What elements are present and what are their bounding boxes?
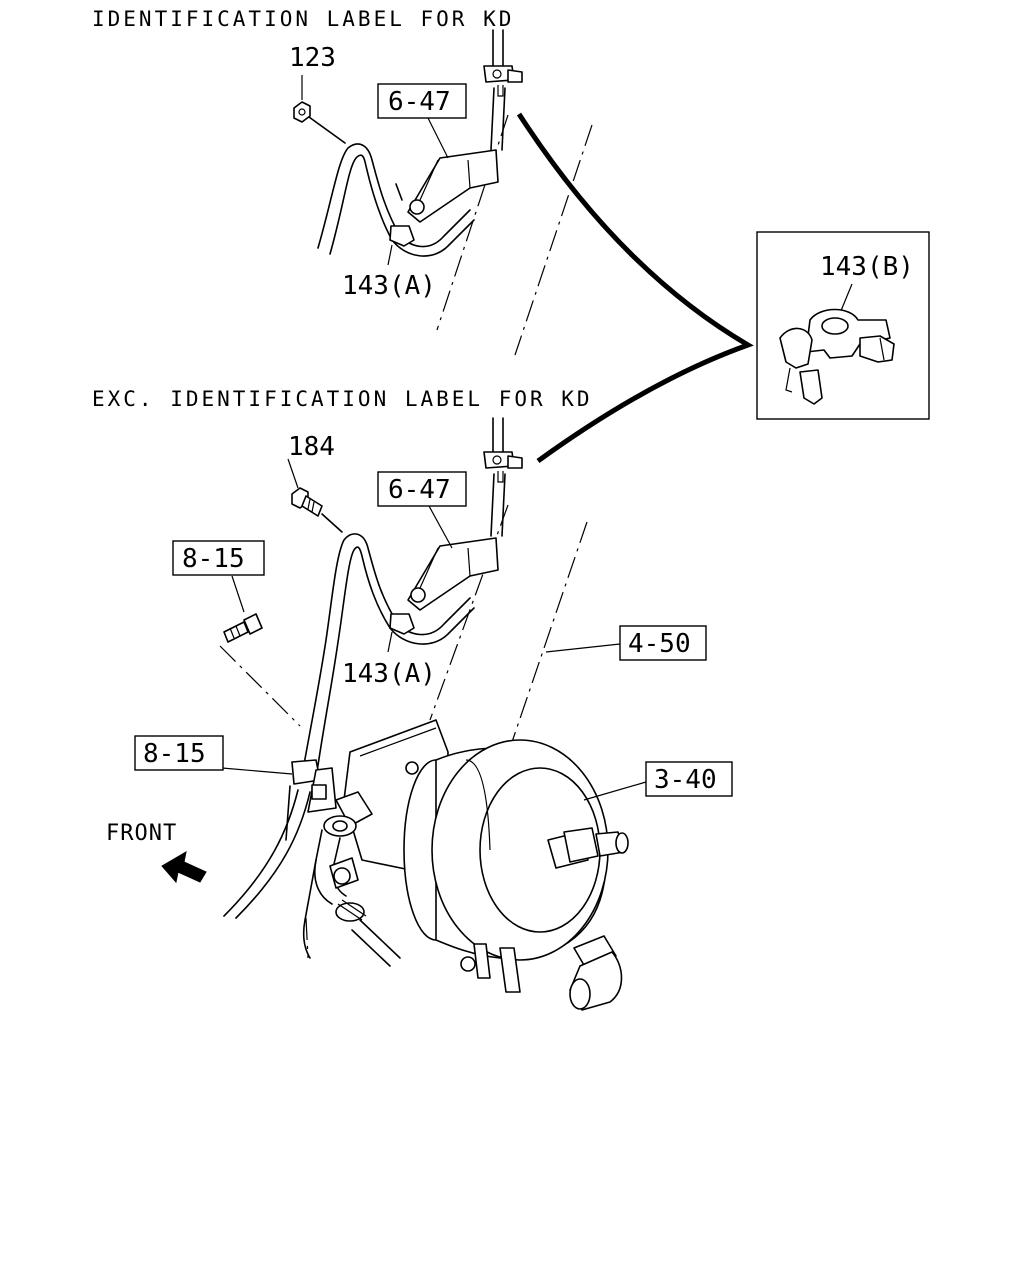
callout-box-8-15-lower — [134, 735, 224, 771]
callout-3-40: 3-40 — [654, 765, 717, 795]
callout-6-47-bottom: 6-47 — [388, 475, 451, 505]
callout-box-6-47-top — [377, 83, 467, 119]
callout-box-3-40 — [645, 761, 733, 797]
detail-connector-arc — [516, 112, 754, 464]
callout-box-4-50 — [619, 625, 707, 661]
callout-143b: 143(B) — [820, 252, 914, 282]
header-exc-identification-label-kd: EXC. IDENTIFICATION LABEL FOR KD — [92, 387, 593, 411]
vertical-pipe-top — [492, 29, 504, 69]
front-arrow-icon — [161, 851, 207, 884]
clip-143a-top — [389, 225, 415, 247]
front-label: FRONT — [106, 821, 177, 846]
callout-box-8-15-upper — [172, 540, 265, 576]
callout-4-50: 4-50 — [628, 629, 691, 659]
clip-143a-bottom — [389, 613, 415, 635]
callout-143a-top: 143(A) — [342, 271, 436, 301]
callout-6-47-top: 6-47 — [388, 87, 451, 117]
callout-8-15-upper: 8-15 — [182, 544, 245, 574]
clip-143b — [779, 308, 895, 405]
header-identification-label-kd: IDENTIFICATION LABEL FOR KD — [92, 7, 514, 31]
callout-123: 123 — [289, 43, 336, 73]
nut-123 — [293, 101, 311, 123]
pipe-clip-top — [483, 65, 523, 97]
booster-3-40 — [403, 739, 629, 1011]
callout-184: 184 — [288, 432, 335, 462]
vertical-pipe-bottom — [492, 417, 504, 455]
brake-pipe-fittings — [302, 791, 401, 967]
bolt-184 — [291, 487, 323, 517]
bolt-8-15-upper — [223, 613, 263, 643]
detail-inset-143b: 143(B) — [756, 231, 930, 420]
top-assembly: 123 6-47 143(A) — [289, 29, 593, 356]
callout-box-6-47-bottom — [377, 471, 467, 507]
pipe-clip-bottom — [483, 451, 523, 483]
callout-8-15-lower: 8-15 — [143, 739, 206, 769]
callout-143a-bottom: 143(A) — [342, 659, 436, 689]
bottom-assembly: 184 6-47 8-15 143(A) 4-50 8-15 3-40 — [134, 417, 733, 1011]
